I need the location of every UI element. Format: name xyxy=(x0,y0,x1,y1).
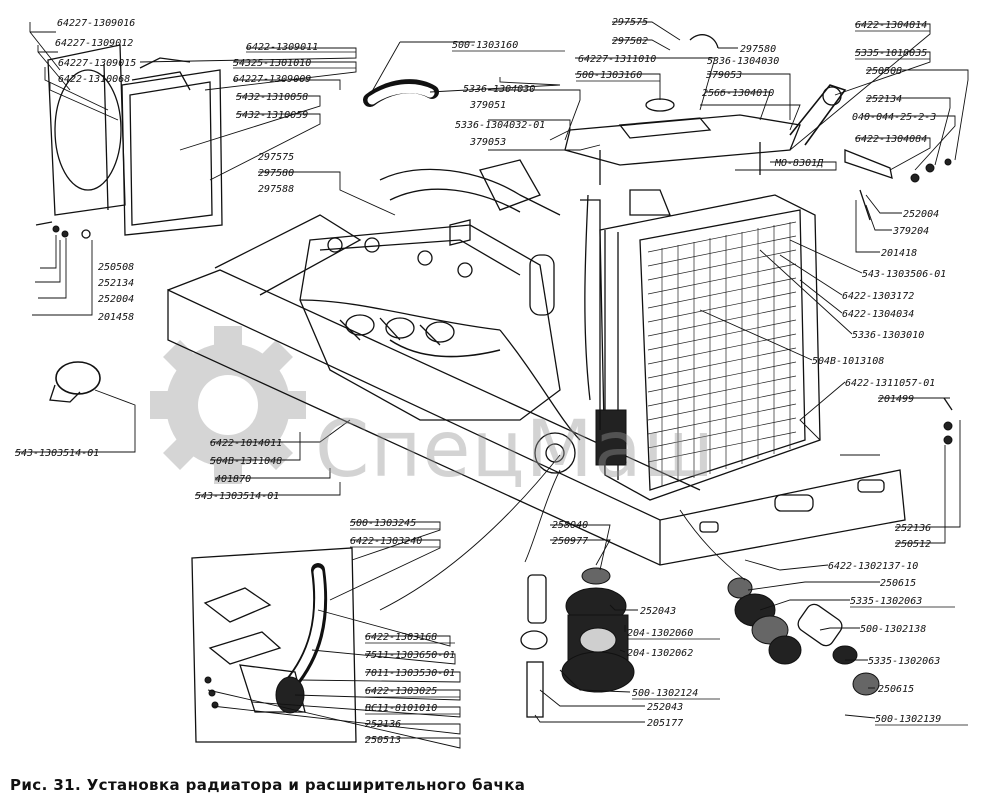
label-underlines xyxy=(233,30,968,726)
part-label: 5432-1310058 xyxy=(236,92,308,103)
part-label: 401870 xyxy=(215,474,251,485)
hose-clamp xyxy=(49,361,101,403)
part-label: 201458 xyxy=(98,312,134,323)
part-label: 204-1302060 xyxy=(627,628,693,639)
part-label: 5336-1304032-01 xyxy=(455,120,545,131)
part-label: 250615 xyxy=(880,578,916,589)
radiator xyxy=(534,189,821,501)
part-label: 500-1302139 xyxy=(875,714,941,725)
part-label: 252134 xyxy=(98,278,134,289)
part-label: 201418 xyxy=(881,248,917,259)
part-label: 64227-1309016 xyxy=(57,18,135,29)
part-label: 379053 xyxy=(705,70,742,81)
part-label: 500-1302138 xyxy=(860,624,926,635)
expansion-tank xyxy=(564,34,893,185)
part-label: 297580 xyxy=(740,44,776,55)
part-label: 7511-1303650-01 xyxy=(365,650,455,661)
part-label: 250508 xyxy=(98,262,134,273)
part-label: 250615 xyxy=(878,684,914,695)
part-label: 205177 xyxy=(647,718,683,729)
part-label: 543-1303514-01 xyxy=(15,448,99,459)
part-label: 6422-1309011 xyxy=(246,42,318,53)
part-label: ВС11-8101010 xyxy=(365,703,437,714)
part-label: 54325-1301010 xyxy=(233,58,311,69)
fastener-set-left xyxy=(35,221,91,239)
part-label: 5336-1304030 xyxy=(463,84,535,95)
part-label: 252004 xyxy=(903,209,939,220)
part-label: 201499 xyxy=(878,394,914,405)
part-labels: 64227-1309016 64227-1309012 6422-1309011… xyxy=(15,17,946,746)
part-label: 64227-1309012 xyxy=(55,38,133,49)
part-label: 252134 xyxy=(866,94,902,105)
part-label: 64227-1311010 xyxy=(578,54,656,65)
part-label: 256б-1304010 xyxy=(702,87,774,99)
part-label: 6422-1302137-10 xyxy=(828,561,918,572)
part-label: 6422-1310068 xyxy=(58,74,130,85)
part-label: 297575 xyxy=(612,17,648,28)
part-label: 040-044-25-2-3 xyxy=(852,112,936,123)
drain-valve-assembly xyxy=(520,567,635,718)
part-label: 5335-1018035 xyxy=(855,48,927,59)
part-label: 500-1303160 xyxy=(452,40,518,51)
part-label: 504В-1013108 xyxy=(812,356,884,367)
part-label: 7011-1303530-01 xyxy=(365,668,455,679)
part-label: 6422-1304014 xyxy=(855,20,927,31)
part-label: 543-1303514-01 xyxy=(195,491,279,502)
part-label: 258040 xyxy=(552,520,588,531)
part-label: 250977 xyxy=(552,536,588,547)
fastener-set-right xyxy=(859,158,953,445)
part-label: 252004 xyxy=(98,294,134,305)
fan-shroud xyxy=(47,44,223,236)
figure-caption: Рис. 31. Установка радиатора и расширите… xyxy=(10,776,526,794)
part-label: 5432-1310059 xyxy=(236,110,308,121)
part-label: 64227-1309015 xyxy=(58,58,136,69)
part-label: 204-1302062 xyxy=(627,648,693,659)
part-label: 6422-1303240 xyxy=(350,536,422,547)
part-label: 543-1303506-01 xyxy=(862,269,946,280)
part-label: МО-8301Д xyxy=(774,158,824,169)
part-label: 500-1303245 xyxy=(350,518,416,529)
part-label: 252136 xyxy=(895,523,931,534)
part-label: 250513 xyxy=(365,735,401,746)
part-label: 6422-1303025 xyxy=(365,686,437,697)
part-label: 5336-1303010 xyxy=(852,330,924,341)
chassis-frame xyxy=(167,214,906,566)
leader-lines xyxy=(15,21,969,749)
part-label: 504В-1311048 xyxy=(210,456,282,467)
part-label: 297575 xyxy=(258,152,294,163)
part-label: 297582 xyxy=(612,36,648,47)
drain-cock-parts xyxy=(727,577,880,696)
part-label: 5335-1302063 xyxy=(868,656,940,667)
watermark-gear-icon xyxy=(150,326,306,484)
part-label: 379051 xyxy=(469,100,506,111)
part-label: 6422-1304034 xyxy=(842,309,914,320)
part-label: 6422-1311057-01 xyxy=(845,378,935,389)
part-label: 5336-1304030 xyxy=(707,56,779,67)
part-label: 297580 xyxy=(258,168,294,179)
part-label: 6422-1014011 xyxy=(210,438,282,449)
part-label: 6422-1303168 xyxy=(365,632,437,643)
part-label: 500-1303160 xyxy=(576,70,642,81)
radiator-core xyxy=(647,221,797,486)
part-label: 297588 xyxy=(258,184,294,195)
part-label: 250512 xyxy=(895,539,931,550)
part-label: 250508 xyxy=(866,66,902,77)
part-label: 252043 xyxy=(640,606,676,617)
part-label: 500-1302124 xyxy=(632,688,698,699)
part-label: 6422-1303172 xyxy=(842,291,914,302)
upper-hose xyxy=(363,79,439,107)
watermark-text: СпецМаш xyxy=(315,405,716,495)
part-label: 379204 xyxy=(892,226,929,237)
part-label: 6422-1304084 xyxy=(855,134,927,145)
part-label: 252136 xyxy=(365,719,401,730)
part-label: 252043 xyxy=(647,702,683,713)
engine xyxy=(299,159,581,441)
part-label: 379053 xyxy=(469,137,506,148)
part-label: 5335-1302063 xyxy=(850,596,922,607)
part-label: 64227-1309009 xyxy=(233,74,311,85)
